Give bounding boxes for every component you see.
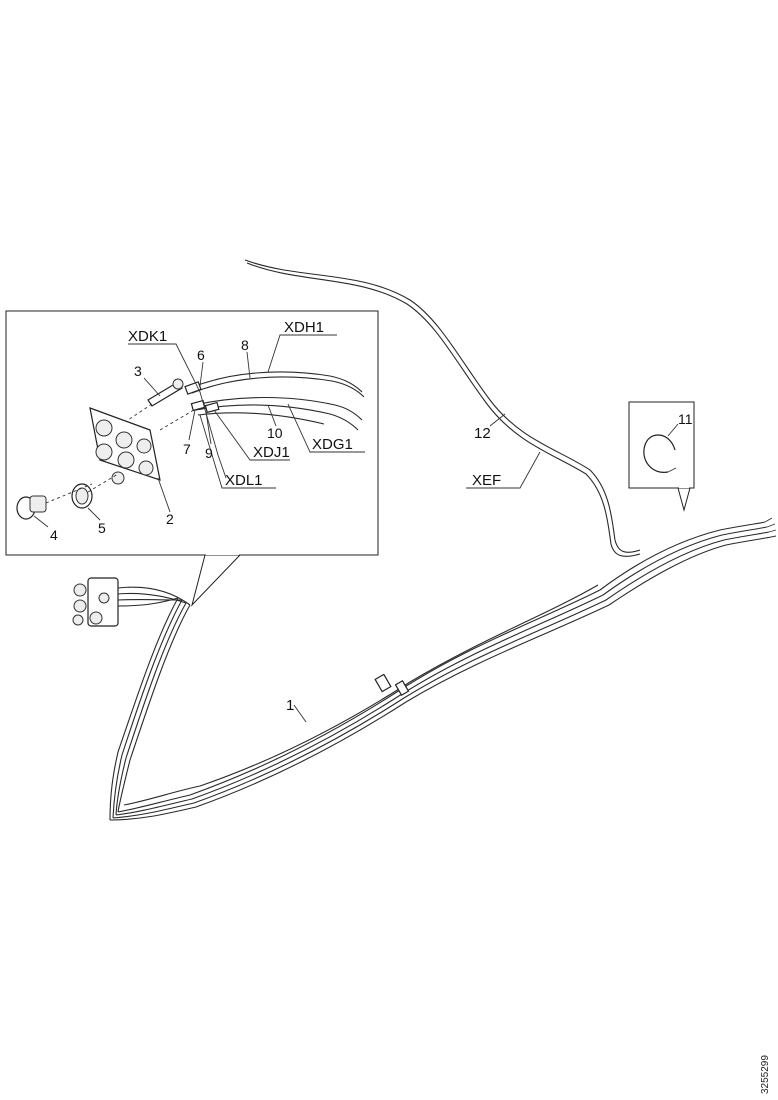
connector-xdh1: XDH1 [284,319,324,336]
reference-number: 3255299 [760,1055,771,1094]
harness-end-connector [72,577,191,627]
callout-11: 11 [678,411,693,427]
wire-12-xef [244,259,641,557]
callout-6: 6 [197,347,205,363]
callout-8: 8 [241,337,249,353]
callout-12: 12 [474,425,491,442]
connector-xef: XEF [472,472,501,489]
main-harness [109,517,777,821]
detail-inset-box [5,310,379,607]
connector-xdk1: XDK1 [128,328,167,345]
clip-inset-box [628,401,695,512]
callout-5: 5 [98,520,106,536]
callout-9: 9 [205,445,213,461]
connector-xdj1: XDJ1 [253,444,290,461]
callout-3: 3 [134,363,142,379]
callout-10: 10 [267,425,283,441]
callout-1: 1 [286,697,294,714]
connector-xdl1: XDL1 [225,472,263,489]
connector-xdg1: XDG1 [312,436,353,453]
leader-lines [33,334,679,723]
callout-7: 7 [183,441,191,457]
callout-2: 2 [166,511,174,527]
callout-4: 4 [50,527,58,543]
